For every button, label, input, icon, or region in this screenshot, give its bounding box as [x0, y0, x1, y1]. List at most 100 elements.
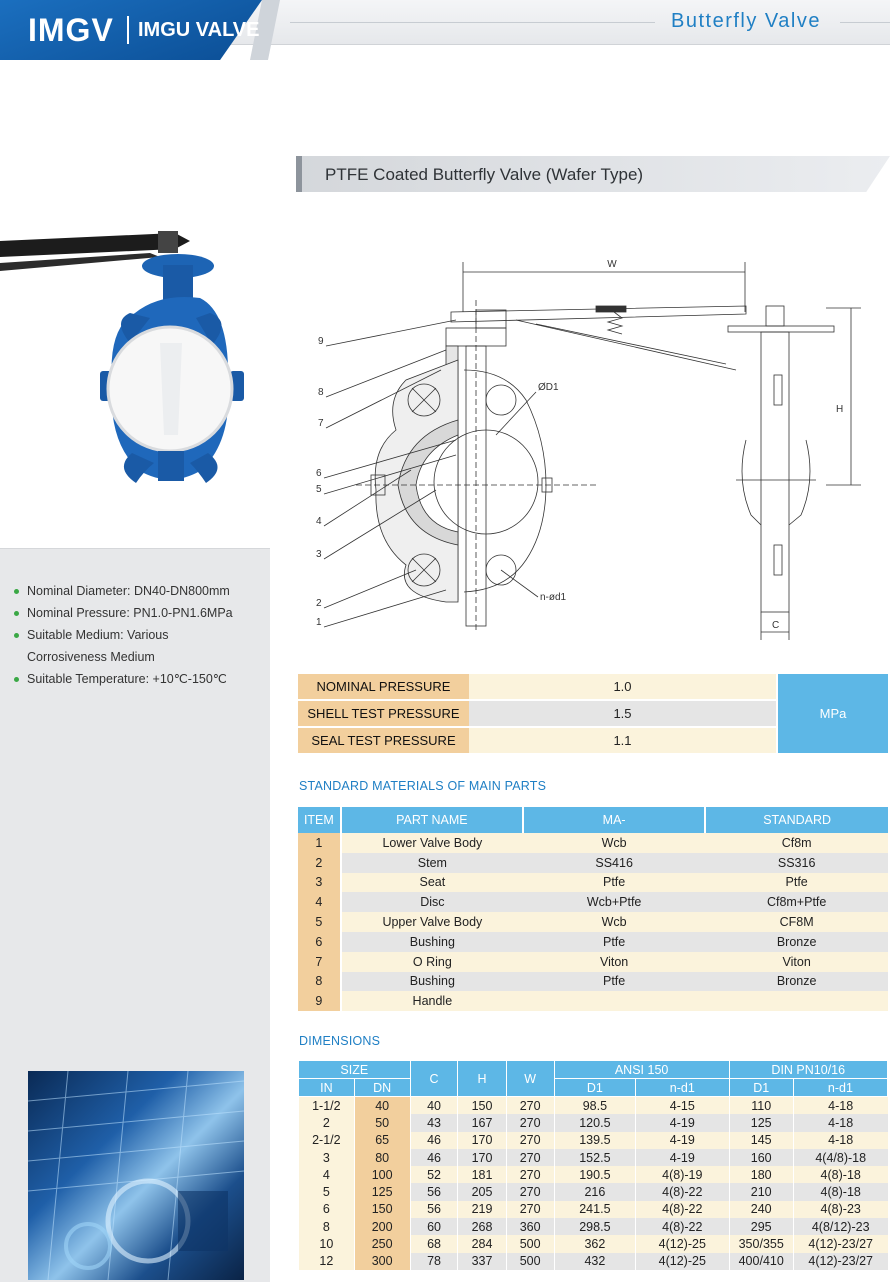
callout-1: 1 [316, 617, 322, 628]
dim-c: 56 [409, 1200, 458, 1219]
callout-2: 2 [316, 598, 322, 609]
col-ansi-d1: D1 [553, 1078, 637, 1097]
col-part-name: PART NAME [340, 807, 524, 833]
col-dn: DN [353, 1078, 411, 1097]
din-nd1: 4(12)-23/27 [792, 1252, 888, 1270]
size-in: 4 [298, 1166, 355, 1184]
size-in: 5 [298, 1183, 355, 1201]
pressure-row: SHELL TEST PRESSURE 1.5 [298, 701, 888, 726]
part-name: Seat [340, 872, 523, 893]
ansi-d1: 98.5 [553, 1096, 636, 1115]
size-in: 3 [298, 1148, 355, 1167]
pressure-value: 1.5 [469, 701, 776, 726]
dim-h: 181 [457, 1166, 507, 1184]
dimensions-header-row: SIZE C H W ANSI 150 DIN PN10/16 [298, 1060, 889, 1097]
materials-heading: STANDARD MATERIALS OF MAIN PARTS [299, 779, 547, 793]
dim-w: 270 [505, 1166, 555, 1184]
material: SS416 [522, 852, 706, 873]
dim-w: 500 [505, 1252, 555, 1270]
brand-logo-panel [0, 0, 262, 60]
dim-c: 78 [409, 1252, 458, 1270]
dim-w: 270 [505, 1114, 555, 1132]
standard: SS316 [705, 852, 888, 873]
col-din-d1: D1 [728, 1078, 794, 1097]
callout-8: 8 [318, 387, 324, 398]
size-dn: 150 [353, 1200, 411, 1219]
ansi-nd1: 4(8)-22 [635, 1183, 730, 1201]
dim-h: 337 [457, 1252, 507, 1270]
brand-logo: IMGV [28, 12, 114, 48]
standard: CF8M [705, 912, 888, 932]
part-name: O Ring [340, 951, 523, 972]
ansi-d1: 432 [553, 1252, 636, 1270]
ansi-d1: 139.5 [553, 1131, 636, 1149]
din-nd1: 4(8)-23 [792, 1200, 888, 1219]
standard: Ptfe [705, 872, 888, 893]
pressure-row: SEAL TEST PRESSURE 1.1 [298, 728, 888, 753]
part-name: Handle [340, 991, 523, 1012]
bullet-icon [14, 677, 19, 682]
callout-6: 6 [316, 468, 322, 479]
din-d1: 125 [728, 1114, 794, 1132]
size-dn: 65 [353, 1131, 411, 1149]
din-nd1: 4(8)-18 [792, 1183, 888, 1201]
col-size: SIZE [298, 1060, 411, 1079]
part-name: Upper Valve Body [340, 912, 523, 932]
header-rule-right [840, 22, 890, 23]
logo-separator [127, 16, 129, 44]
part-name: Bushing [340, 931, 523, 952]
dim-c: 68 [409, 1235, 458, 1253]
bullet-icon [14, 589, 19, 594]
callout-5: 5 [316, 484, 322, 495]
size-dn: 200 [353, 1218, 411, 1236]
ansi-nd1: 4(8)-19 [635, 1166, 730, 1184]
valve-drawing: W ØD1 n-ød1 9 [316, 259, 861, 640]
decorative-tech-image [28, 1071, 244, 1280]
din-d1: 400/410 [728, 1252, 794, 1270]
dim-c: 43 [409, 1114, 458, 1132]
din-d1: 180 [728, 1166, 794, 1184]
dim-w: 270 [505, 1131, 555, 1149]
material: Wcb [522, 912, 706, 932]
pressure-table: NOMINAL PRESSURE 1.0 MPa SHELL TEST PRES… [298, 672, 888, 755]
pressure-value: 1.0 [469, 674, 776, 699]
ansi-nd1: 4(8)-22 [635, 1218, 730, 1236]
col-item: ITEM [298, 807, 342, 833]
part-name: Bushing [340, 971, 523, 992]
col-h: H [457, 1060, 507, 1097]
dim-h: 268 [457, 1218, 507, 1236]
size-in: 2 [298, 1114, 355, 1132]
ansi-d1: 298.5 [553, 1218, 636, 1236]
material: Wcb [522, 833, 706, 853]
item-number: 4 [298, 892, 342, 913]
dim-h: 284 [457, 1235, 507, 1253]
dim-h-label: H [836, 404, 843, 415]
bullet-icon [14, 611, 19, 616]
col-w: W [505, 1060, 555, 1097]
din-d1: 350/355 [728, 1235, 794, 1253]
material: Wcb+Ptfe [522, 892, 706, 913]
standard [705, 991, 888, 1012]
col-ansi-nd1: n-d1 [635, 1078, 730, 1097]
dim-h: 167 [457, 1114, 507, 1132]
item-number: 8 [298, 971, 342, 992]
dim-c: 46 [409, 1148, 458, 1167]
din-nd1: 4(4/8)-18 [792, 1148, 888, 1167]
size-dn: 250 [353, 1235, 411, 1253]
header-rule [290, 22, 655, 23]
din-nd1: 4-18 [792, 1131, 888, 1149]
